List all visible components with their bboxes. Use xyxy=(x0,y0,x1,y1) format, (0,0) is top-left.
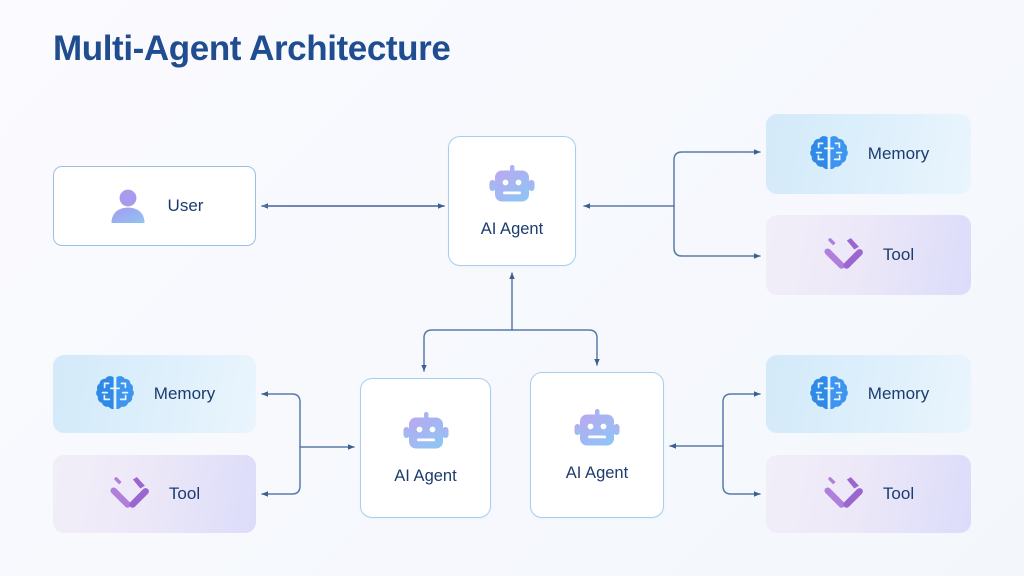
brain-icon xyxy=(95,376,134,410)
node-label: Tool xyxy=(882,484,915,503)
wire-right2-trunk-to-tool xyxy=(722,445,761,497)
node-tool-right[interactable]: Tool xyxy=(766,455,971,533)
brain-icon xyxy=(809,376,848,410)
node-user[interactable]: User xyxy=(53,166,256,246)
wire-right-trunk-to-memory xyxy=(673,149,761,207)
node-memory-top[interactable]: Memory xyxy=(766,114,971,194)
wire-bus-to-agent-right xyxy=(511,329,600,366)
robot-icon xyxy=(489,165,535,202)
wire-bus-to-agent-left xyxy=(421,329,513,372)
wire-right-trunk-to-tool xyxy=(673,205,761,259)
node-label: Memory xyxy=(867,144,930,163)
node-memory-right[interactable]: Memory xyxy=(766,355,971,433)
node-tool-top[interactable]: Tool xyxy=(766,215,971,295)
robot-icon xyxy=(574,409,620,446)
user-icon xyxy=(111,189,145,223)
node-label: Memory xyxy=(867,384,930,403)
wire-right2-trunk-to-memory xyxy=(722,391,761,447)
node-agent-right[interactable]: AI Agent xyxy=(530,372,664,518)
node-label: Memory xyxy=(153,384,216,403)
tool-icon xyxy=(824,477,863,508)
node-label: AI Agent xyxy=(565,464,629,482)
node-label: User xyxy=(167,196,204,215)
brain-icon xyxy=(809,136,848,170)
node-agent-left[interactable]: AI Agent xyxy=(360,378,491,518)
node-tool-left[interactable]: Tool xyxy=(53,455,256,533)
node-label: Tool xyxy=(882,245,915,264)
wire-left-trunk-to-memory xyxy=(261,391,301,448)
wire-left-trunk-to-tool xyxy=(261,446,301,497)
robot-icon xyxy=(403,412,448,449)
node-memory-left[interactable]: Memory xyxy=(53,355,256,433)
tool-icon xyxy=(110,477,149,508)
page-title: Multi-Agent Architecture xyxy=(53,29,451,68)
node-label: AI Agent xyxy=(480,220,544,238)
node-label: AI Agent xyxy=(394,467,457,485)
tool-icon xyxy=(824,238,863,269)
node-agent-main[interactable]: AI Agent xyxy=(448,136,576,266)
node-label: Tool xyxy=(168,484,201,503)
